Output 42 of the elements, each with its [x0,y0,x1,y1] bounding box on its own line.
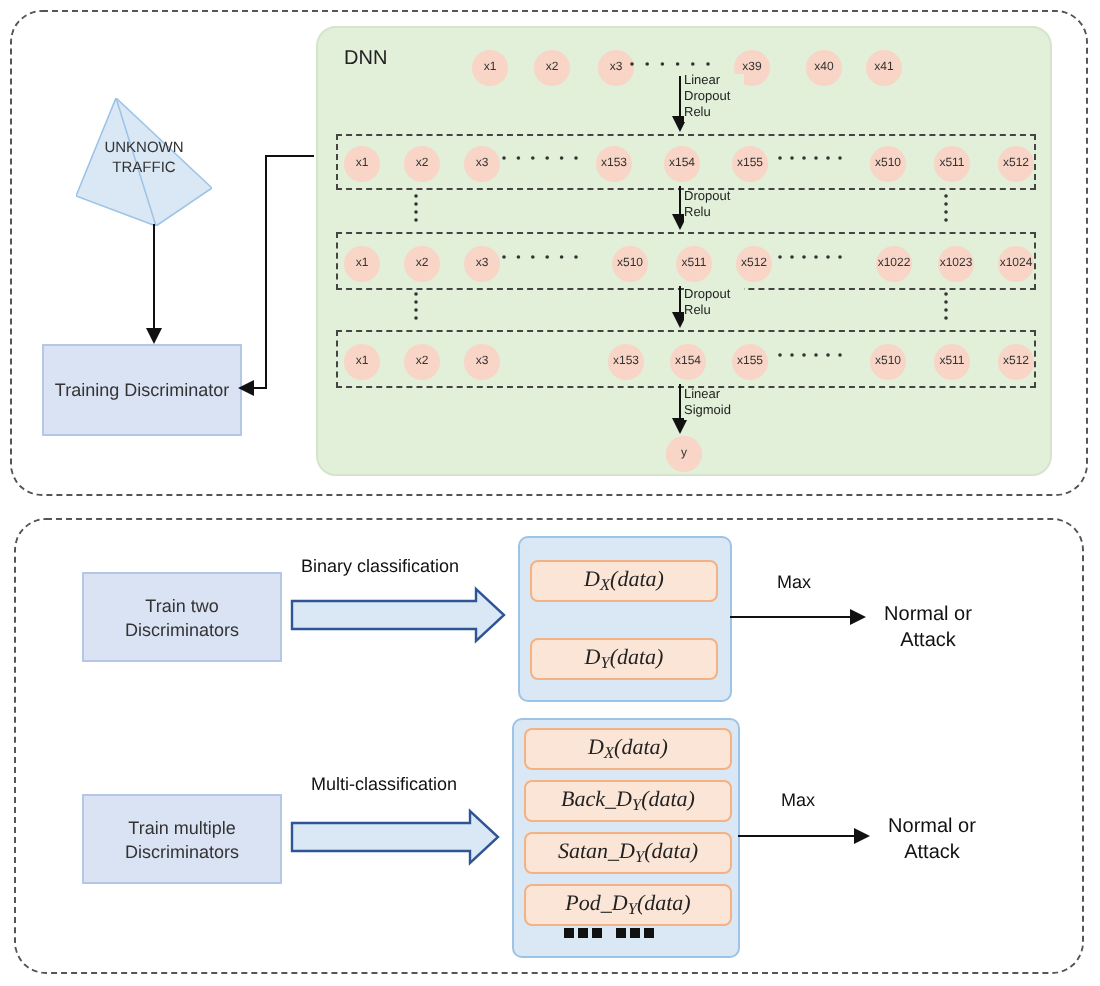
layer-box [336,232,1036,290]
block-arrow [290,808,500,866]
layer-box [336,330,1036,388]
edge-label: Binary classification [298,556,462,578]
formula-text: Pod_D$_{Y}$(data) [565,890,691,922]
arrow [672,383,688,434]
box-label: DNN [344,46,388,74]
arrow [672,285,688,328]
arrow [146,223,162,344]
discriminator-box [524,780,732,822]
edge-label: Max [775,572,813,594]
formula-text: D$_{X}$(data) [584,566,664,598]
formula-text: D$_{Y}$(data) [584,644,664,676]
process-box [42,344,242,436]
dashed-panel [10,10,1088,496]
process-box [82,794,282,884]
discriminator-box [524,884,732,926]
layer-box [336,134,1036,190]
network-panel [316,26,1052,476]
classifier-container [512,718,740,958]
edge-label: Multi-classification [308,774,460,796]
discriminator-box [530,560,718,602]
arrow [737,828,870,844]
box-label: Train multiple Discriminators [122,815,241,863]
process-box [82,572,282,662]
result-text: Normal or Attack [882,602,974,654]
arrow [238,155,315,396]
result-text: Normal or Attack [886,814,978,866]
classifier-container [518,536,732,702]
formula-text: D$_{X}$(data) [588,734,668,766]
edge-label: Max [779,790,817,812]
arrow [672,185,688,230]
formula-text: Back_D$_{Y}$(data) [561,786,695,818]
discriminator-box [524,832,732,874]
formula-text: Satan_D$_{Y}$(data) [558,838,698,870]
block-arrow [290,586,506,644]
discriminator-box [530,638,718,680]
box-label: Training Discriminator [54,378,230,402]
arrow [729,609,866,625]
arrow [672,75,688,132]
box-label: Train two Discriminators [122,593,241,641]
discriminator-box [524,728,732,770]
